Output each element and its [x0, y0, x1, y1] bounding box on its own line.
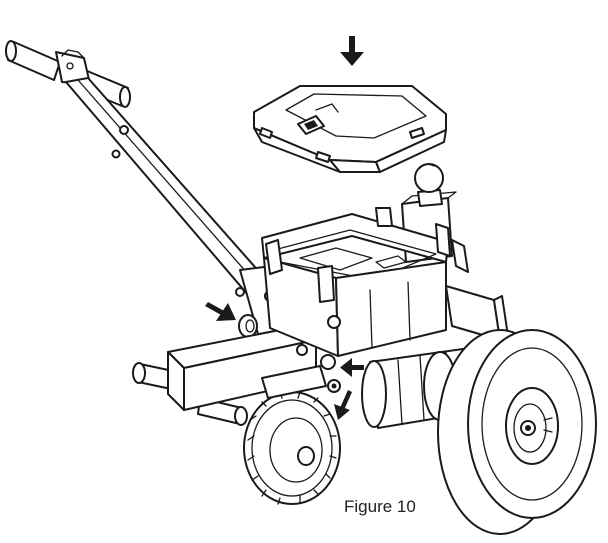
caster-wheel	[243, 379, 341, 505]
arrow-lid-down	[340, 36, 364, 66]
figure-caption: Figure 10	[344, 497, 416, 516]
drive-wheel	[437, 329, 597, 535]
handle-pivot-knob[interactable]	[238, 314, 258, 338]
arrow-terminal	[340, 358, 364, 377]
arrow-knob	[205, 302, 236, 321]
arrow-caster-mount	[334, 390, 352, 420]
battery-terminal	[320, 354, 341, 393]
caster-mount	[261, 365, 327, 399]
battery-lid	[253, 85, 447, 173]
battery-box	[261, 207, 469, 357]
handle	[5, 40, 301, 349]
front-crossbar	[132, 325, 317, 426]
